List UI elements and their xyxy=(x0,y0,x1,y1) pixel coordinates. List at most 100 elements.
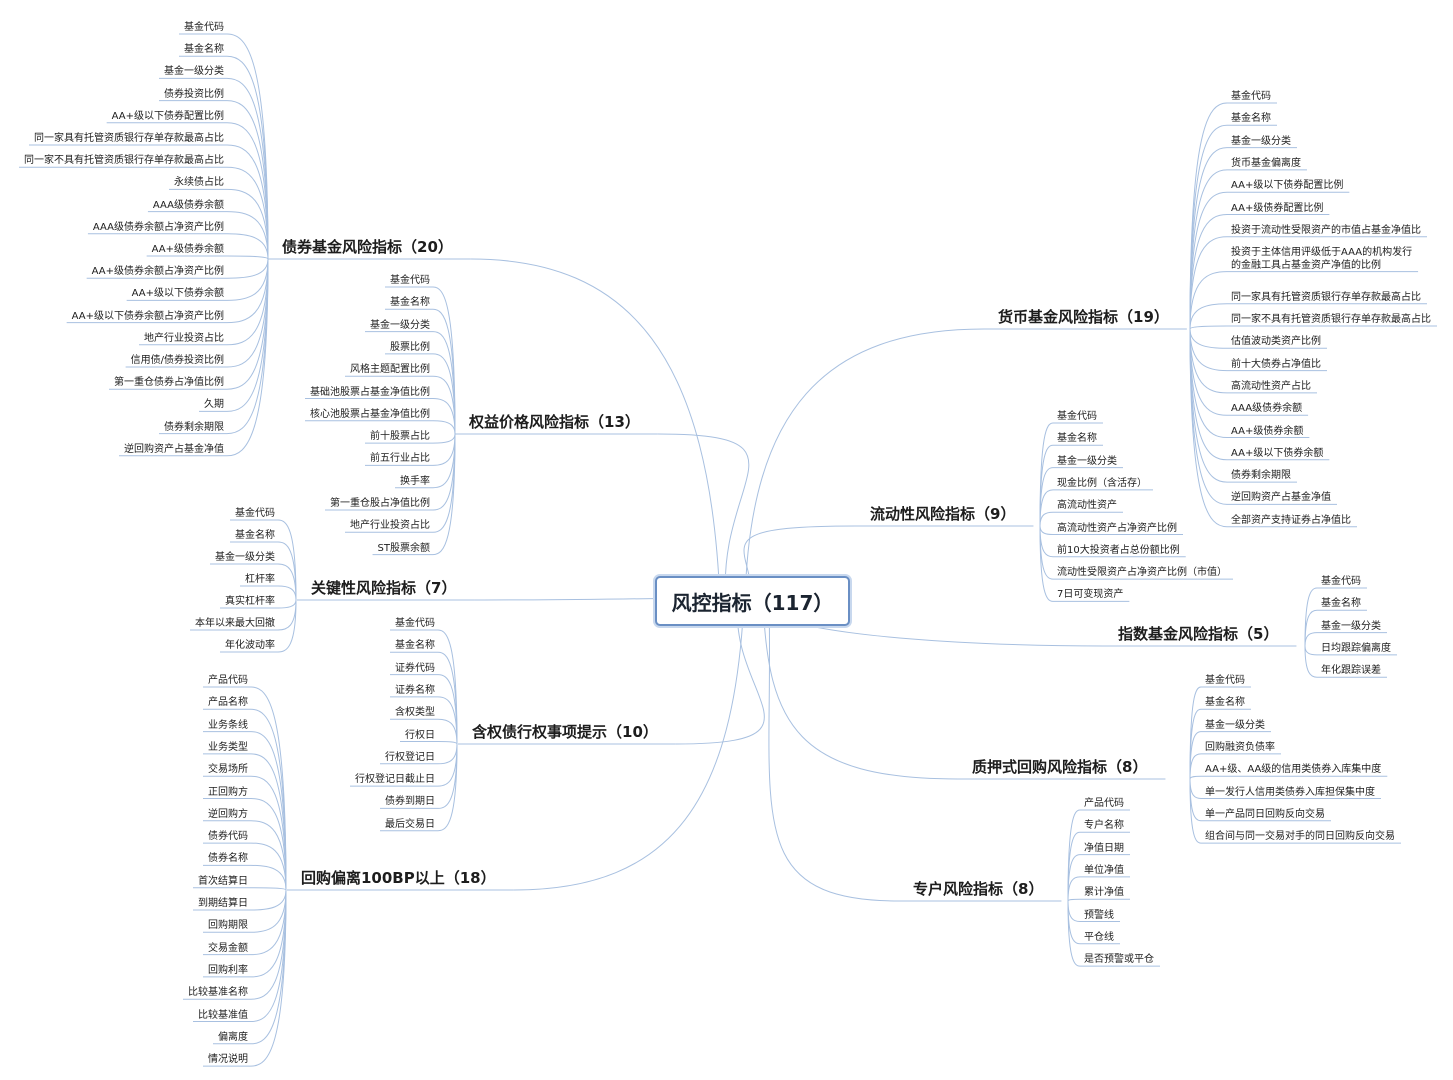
connector-line xyxy=(1189,778,1202,799)
connector-line xyxy=(1189,328,1228,528)
branch-special[interactable]: 专户风险指标（8） xyxy=(913,880,1044,898)
bond-leaf-item: AA+级债券余额 xyxy=(151,244,224,255)
pledge-leaf-item: 基金名称 xyxy=(1205,697,1245,709)
connector-line xyxy=(250,889,287,911)
pledge-leaf-item: 组合间与同一交易对手的同日回购反向交易 xyxy=(1205,831,1395,843)
key-leaf-item: 基金一级分类 xyxy=(215,552,275,563)
money-leaf-item: 基金名称 xyxy=(1231,113,1271,125)
special-leaf-item: 是否预警或平仓 xyxy=(1084,954,1154,966)
connector-line xyxy=(226,33,269,260)
repo100-leaf-item: 债券代码 xyxy=(208,831,248,843)
connector-line xyxy=(1039,525,1054,558)
index-leaf-item: 日均跟踪偏离度 xyxy=(1321,642,1391,654)
connector-line xyxy=(1067,900,1081,945)
money-leaf-item: 估值波动类资产比例 xyxy=(1231,336,1321,348)
connector-line xyxy=(1304,609,1318,647)
money-leaf-item: AA+级债券余额 xyxy=(1231,425,1304,437)
connector-line xyxy=(1067,900,1081,922)
connector-line xyxy=(250,889,287,933)
money-leaf-item: 逆回购资产占基金净值 xyxy=(1231,492,1331,504)
connector-line xyxy=(768,600,900,902)
repo100-leaf-item: 产品名称 xyxy=(208,697,248,709)
bond-leaf-item: 债券剩余期限 xyxy=(164,421,224,433)
connector-line xyxy=(762,600,959,780)
repo100-leaf-item: 交易金额 xyxy=(208,942,248,954)
repo100-leaf-item: 业务条线 xyxy=(208,719,248,731)
connector-line xyxy=(1039,489,1054,527)
connector-line xyxy=(1189,303,1228,330)
branch-bond[interactable]: 债券基金风险指标（20） xyxy=(282,238,453,256)
connector-line xyxy=(226,166,269,260)
connector-line xyxy=(1067,900,1081,967)
money-leaf-item: 基金代码 xyxy=(1231,91,1271,102)
bond-leaf-item: 第一重仓债券占净值比例 xyxy=(114,377,224,389)
branch-repo100[interactable]: 回购偏离100BP以上（18） xyxy=(301,869,496,887)
special-leaf-item: 专户名称 xyxy=(1084,820,1124,832)
bond-leaf-item: AA+级以下债券配置比例 xyxy=(111,110,224,122)
branch-liquid[interactable]: 流动性风险指标（9） xyxy=(870,505,1016,523)
pledge-leaf-item: 基金一级分类 xyxy=(1205,719,1265,731)
connector-line xyxy=(1189,236,1228,330)
connector-line xyxy=(432,433,456,556)
repo100-leaf-item: 首次结算日 xyxy=(198,875,248,887)
option-leaf-item: 行权日 xyxy=(405,729,435,741)
equity-leaf-item: 基础池股票占基金净值比例 xyxy=(310,386,430,398)
bond-leaf-item: AAA级债券余额占净资产比例 xyxy=(92,221,224,233)
connector-line xyxy=(1189,775,1202,780)
branch-equity[interactable]: 权益价格风险指标（13） xyxy=(469,413,640,431)
equity-leaf-item: 基金一级分类 xyxy=(370,319,430,331)
liquid-leaf-item: 前10大投资者占总份额比例 xyxy=(1057,544,1180,556)
repo100-leaf-item: 债券名称 xyxy=(208,853,248,865)
connector-line xyxy=(250,887,287,891)
connector-line xyxy=(657,433,750,602)
option-leaf-item: 行权登记日 xyxy=(385,751,435,763)
repo100-leaf-item: 偏离度 xyxy=(218,1031,248,1043)
branch-option[interactable]: 含权债行权事项提示（10） xyxy=(472,723,658,741)
branch-pledge[interactable]: 质押式回购风险指标（8） xyxy=(972,758,1148,776)
connector-line xyxy=(437,743,458,832)
connector-line xyxy=(1189,271,1228,330)
connector-line xyxy=(432,398,456,435)
key-leaf-item: 杠杆率 xyxy=(245,574,275,585)
pledge-leaf-item: 基金代码 xyxy=(1205,675,1245,686)
bond-leaf-item: AAA级债券余额 xyxy=(152,199,224,211)
repo100-leaf-item: 比较基准值 xyxy=(198,1009,248,1021)
equity-leaf-item: 前十股票占比 xyxy=(370,431,430,443)
repo100-leaf-item: 交易场所 xyxy=(208,764,248,776)
connector-line xyxy=(250,889,287,956)
connector-line xyxy=(250,820,287,891)
connector-line xyxy=(437,743,458,765)
pledge-leaf-item: 单一发行人信用类债券入库担保集中度 xyxy=(1205,786,1375,798)
bond-leaf-item: 基金一级分类 xyxy=(164,66,224,78)
connector-line xyxy=(1189,102,1228,330)
branch-money[interactable]: 货币基金风险指标（19） xyxy=(998,308,1169,326)
money-leaf-item: AA+级以下债券余额 xyxy=(1231,447,1324,459)
money-leaf-item: AA+级债券配置比例 xyxy=(1231,202,1324,214)
bond-leaf-item: 基金代码 xyxy=(184,22,224,33)
connector-line xyxy=(432,420,456,435)
pledge-leaf-item: 回购融资负债率 xyxy=(1205,741,1275,753)
liquid-leaf-item: 现金比例（含活存） xyxy=(1057,477,1147,489)
branch-index[interactable]: 指数基金风险指标（5） xyxy=(1118,625,1279,643)
option-leaf-item: 证券代码 xyxy=(395,662,435,674)
money-leaf-item: 同一家具有托管资质银行存单存款最高占比 xyxy=(1231,291,1421,303)
bond-leaf-item: AA+级以下债券余额占净资产比例 xyxy=(71,310,224,322)
liquid-leaf-item: 高流动性资产 xyxy=(1057,500,1117,512)
money-leaf-item: 债券剩余期限 xyxy=(1231,470,1291,482)
equity-leaf-item: 换手率 xyxy=(400,475,430,487)
connector-line xyxy=(1189,328,1228,438)
money-leaf-item: 前十大债券占净值比 xyxy=(1231,358,1321,370)
key-leaf-item: 基金代码 xyxy=(235,508,275,519)
branch-key[interactable]: 关键性风险指标（7） xyxy=(311,579,457,597)
repo100-leaf-item: 比较基准名称 xyxy=(188,987,248,999)
equity-leaf-item: 股票比例 xyxy=(390,341,430,353)
connector-line xyxy=(250,864,287,891)
repo100-leaf-item: 回购利率 xyxy=(208,964,248,976)
repo100-leaf-item: 业务类型 xyxy=(208,741,248,753)
connector-line xyxy=(277,599,297,631)
money-leaf-item: 基金一级分类 xyxy=(1231,135,1291,147)
connector-line xyxy=(226,258,269,324)
special-leaf-item: 产品代码 xyxy=(1084,798,1124,809)
root-node[interactable]: 风控指标（117） xyxy=(655,576,850,626)
option-leaf-item: 基金名称 xyxy=(395,640,435,652)
